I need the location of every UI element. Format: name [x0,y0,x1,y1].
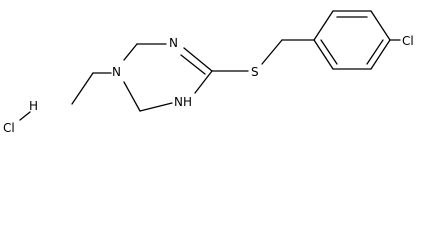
bond-ethyl-ch2-ch3 [71,72,94,105]
atom-label-chlorine: Cl [402,34,414,48]
bond-benzene-4 [370,39,391,70]
bond-n-ethyl-ch2-upper [123,43,138,61]
atom-label-n-imine: N [169,36,178,50]
atom-label-nh: NH [174,95,192,109]
chemical-structure-diagram: N N NH S Cl H Cl [3,10,414,135]
bond-s-ch2 [261,39,283,65]
atom-label-sulfur: S [251,65,259,79]
bond-n-imine-c [183,47,213,72]
atom-label-hcl-h: H [29,99,38,113]
bond-h-cl [19,111,31,121]
bond-ch2-n-ethyl-lower [123,81,141,112]
bond-nh-ch2 [139,102,173,112]
bond-benzene-6 [313,39,334,70]
bond-benzene-3 [370,10,391,41]
bond-benzene-1 [313,10,334,41]
bond-c-nh [194,70,213,94]
bond-n-imine-c-double [180,54,206,75]
bond-benzene-inner-left [320,39,338,65]
atom-label-n-ethyl: N [112,65,121,79]
bond-benzene-inner-right [366,39,384,65]
atom-label-hcl-cl: Cl [3,121,15,135]
